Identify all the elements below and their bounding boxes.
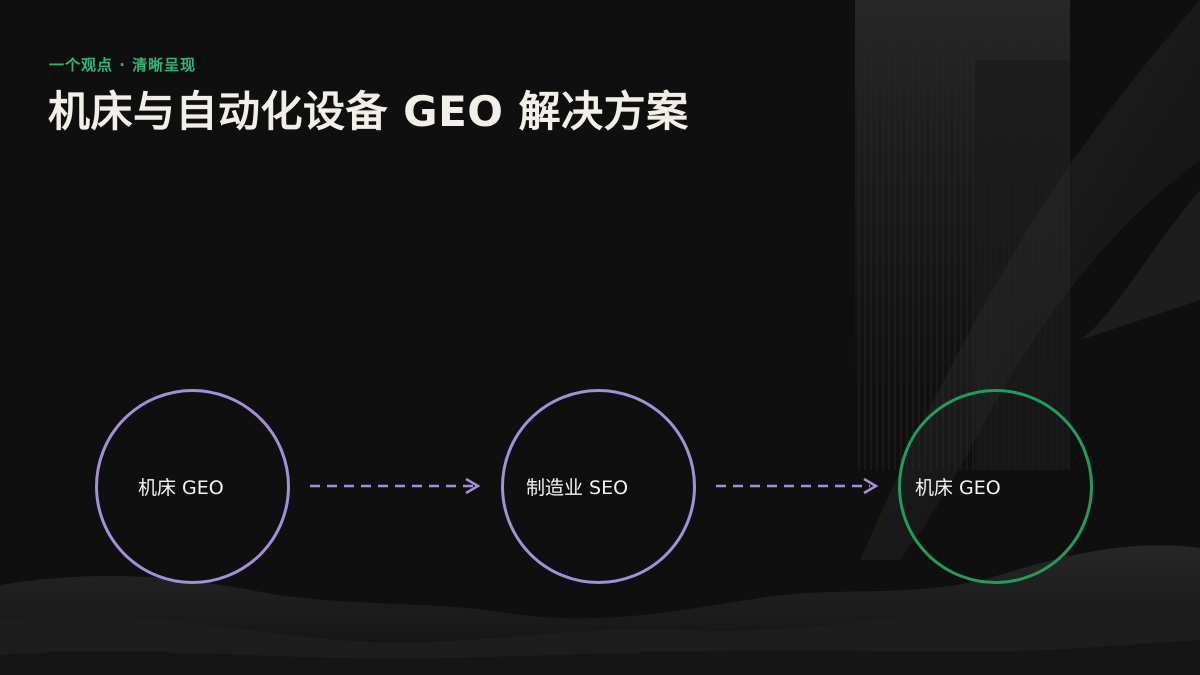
flow-node-label: 机床 GEO xyxy=(138,477,224,499)
page-title: 机床与自动化设备 GEO 解决方案 xyxy=(48,87,689,136)
flow-arrow-2 xyxy=(716,477,879,495)
flow-arrow-1 xyxy=(310,477,481,495)
flow-node-label: 机床 GEO xyxy=(915,477,1001,499)
flow-node-label: 制造业 SEO xyxy=(526,477,629,499)
flow-node-manufacturing-seo: 制造业 SEO xyxy=(501,389,696,584)
flow-node-machine-tool-geo: 机床 GEO xyxy=(95,389,290,584)
eyebrow-tagline: 一个观点 · 清晰呈现 xyxy=(49,56,197,74)
flow-node-machine-tool-geo-result: 机床 GEO xyxy=(898,389,1093,584)
